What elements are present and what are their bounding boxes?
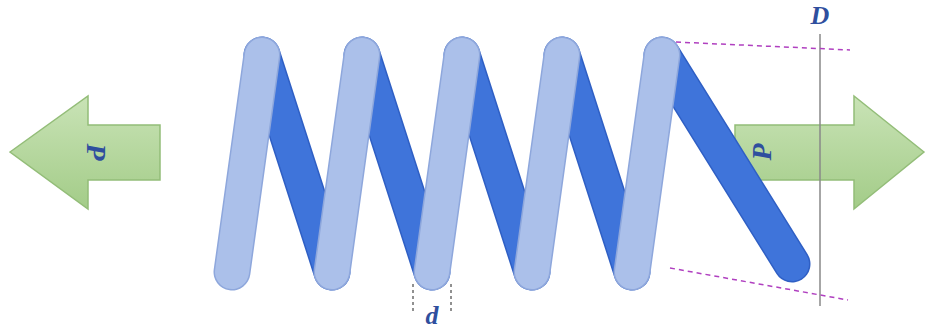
extension-line (413, 284, 414, 314)
dimension-label: d (426, 303, 439, 329)
load-arrow (10, 96, 160, 209)
coil-strand (532, 55, 562, 272)
dimension-label: D (811, 3, 830, 29)
coil-strand (632, 55, 662, 272)
coil-strand (662, 55, 792, 264)
extension-line (670, 268, 848, 300)
coil-strand (662, 55, 792, 264)
coil-strand (232, 55, 262, 272)
coil-strand (432, 55, 462, 272)
coil-strand (332, 55, 362, 272)
dimension-line (819, 34, 821, 306)
coil-strand (232, 55, 262, 272)
extension-line (676, 42, 850, 50)
load-label: P (748, 143, 776, 160)
load-label: P (82, 143, 110, 160)
coil-strand (532, 55, 562, 272)
coil-strand (632, 55, 662, 272)
extension-line (451, 284, 452, 314)
spring-coils (232, 55, 792, 272)
coil-strand (432, 55, 462, 272)
coil-strand (332, 55, 362, 272)
